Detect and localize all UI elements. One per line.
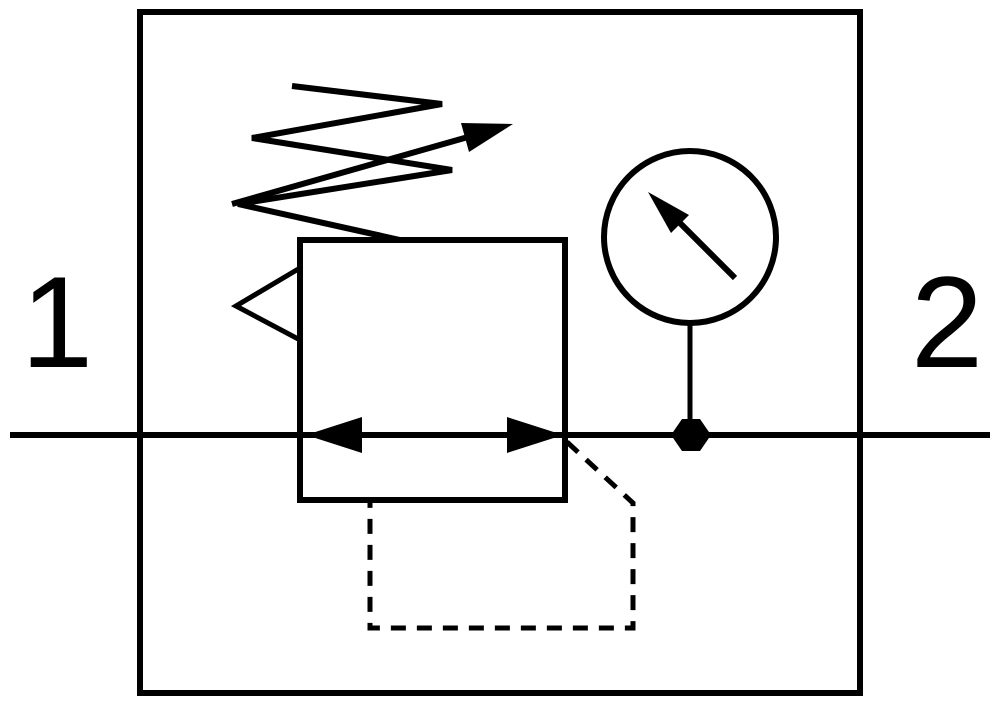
adjustment-arrow-shaft (231, 134, 469, 207)
enclosure-box (137, 9, 863, 696)
relief-triangle-icon (230, 263, 303, 345)
pilot-feedback-dashed-line (367, 440, 636, 631)
gauge-needle (673, 216, 738, 281)
flow-arrow-right-icon (507, 417, 563, 453)
adjustment-arrow-head-icon (461, 123, 513, 152)
flow-arrow-left-icon (306, 417, 362, 453)
port-1-label: 1 (21, 249, 93, 395)
adjustment-spring-icon (237, 83, 453, 243)
port-2-label: 2 (911, 249, 983, 395)
regulator-valve-body (297, 237, 568, 503)
gauge-needle-tip-icon (648, 192, 689, 233)
junction-node-icon (671, 419, 711, 451)
